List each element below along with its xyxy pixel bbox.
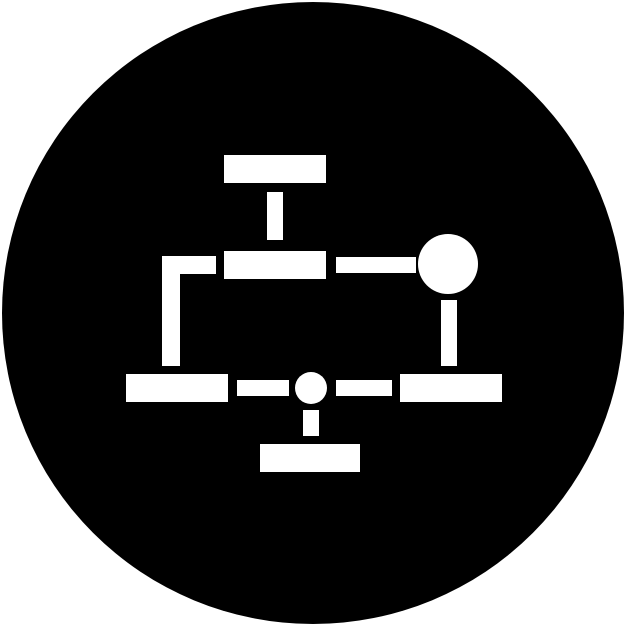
bottom-left-connector (237, 380, 289, 396)
bottom-vertical-connector (303, 410, 319, 436)
bottom-left-box (126, 374, 228, 402)
flowchart-shapes (126, 155, 502, 472)
top-connector (267, 192, 283, 240)
left-elbow-vertical (162, 256, 180, 366)
decision-node-large (418, 234, 478, 294)
bottom-right-box (400, 374, 502, 402)
junction-node-small (295, 372, 327, 404)
middle-box (224, 251, 326, 279)
top-box (224, 155, 326, 183)
right-connector (336, 257, 416, 273)
bottom-box (260, 444, 360, 472)
right-vertical-connector (441, 300, 457, 366)
bottom-right-connector (336, 380, 392, 396)
